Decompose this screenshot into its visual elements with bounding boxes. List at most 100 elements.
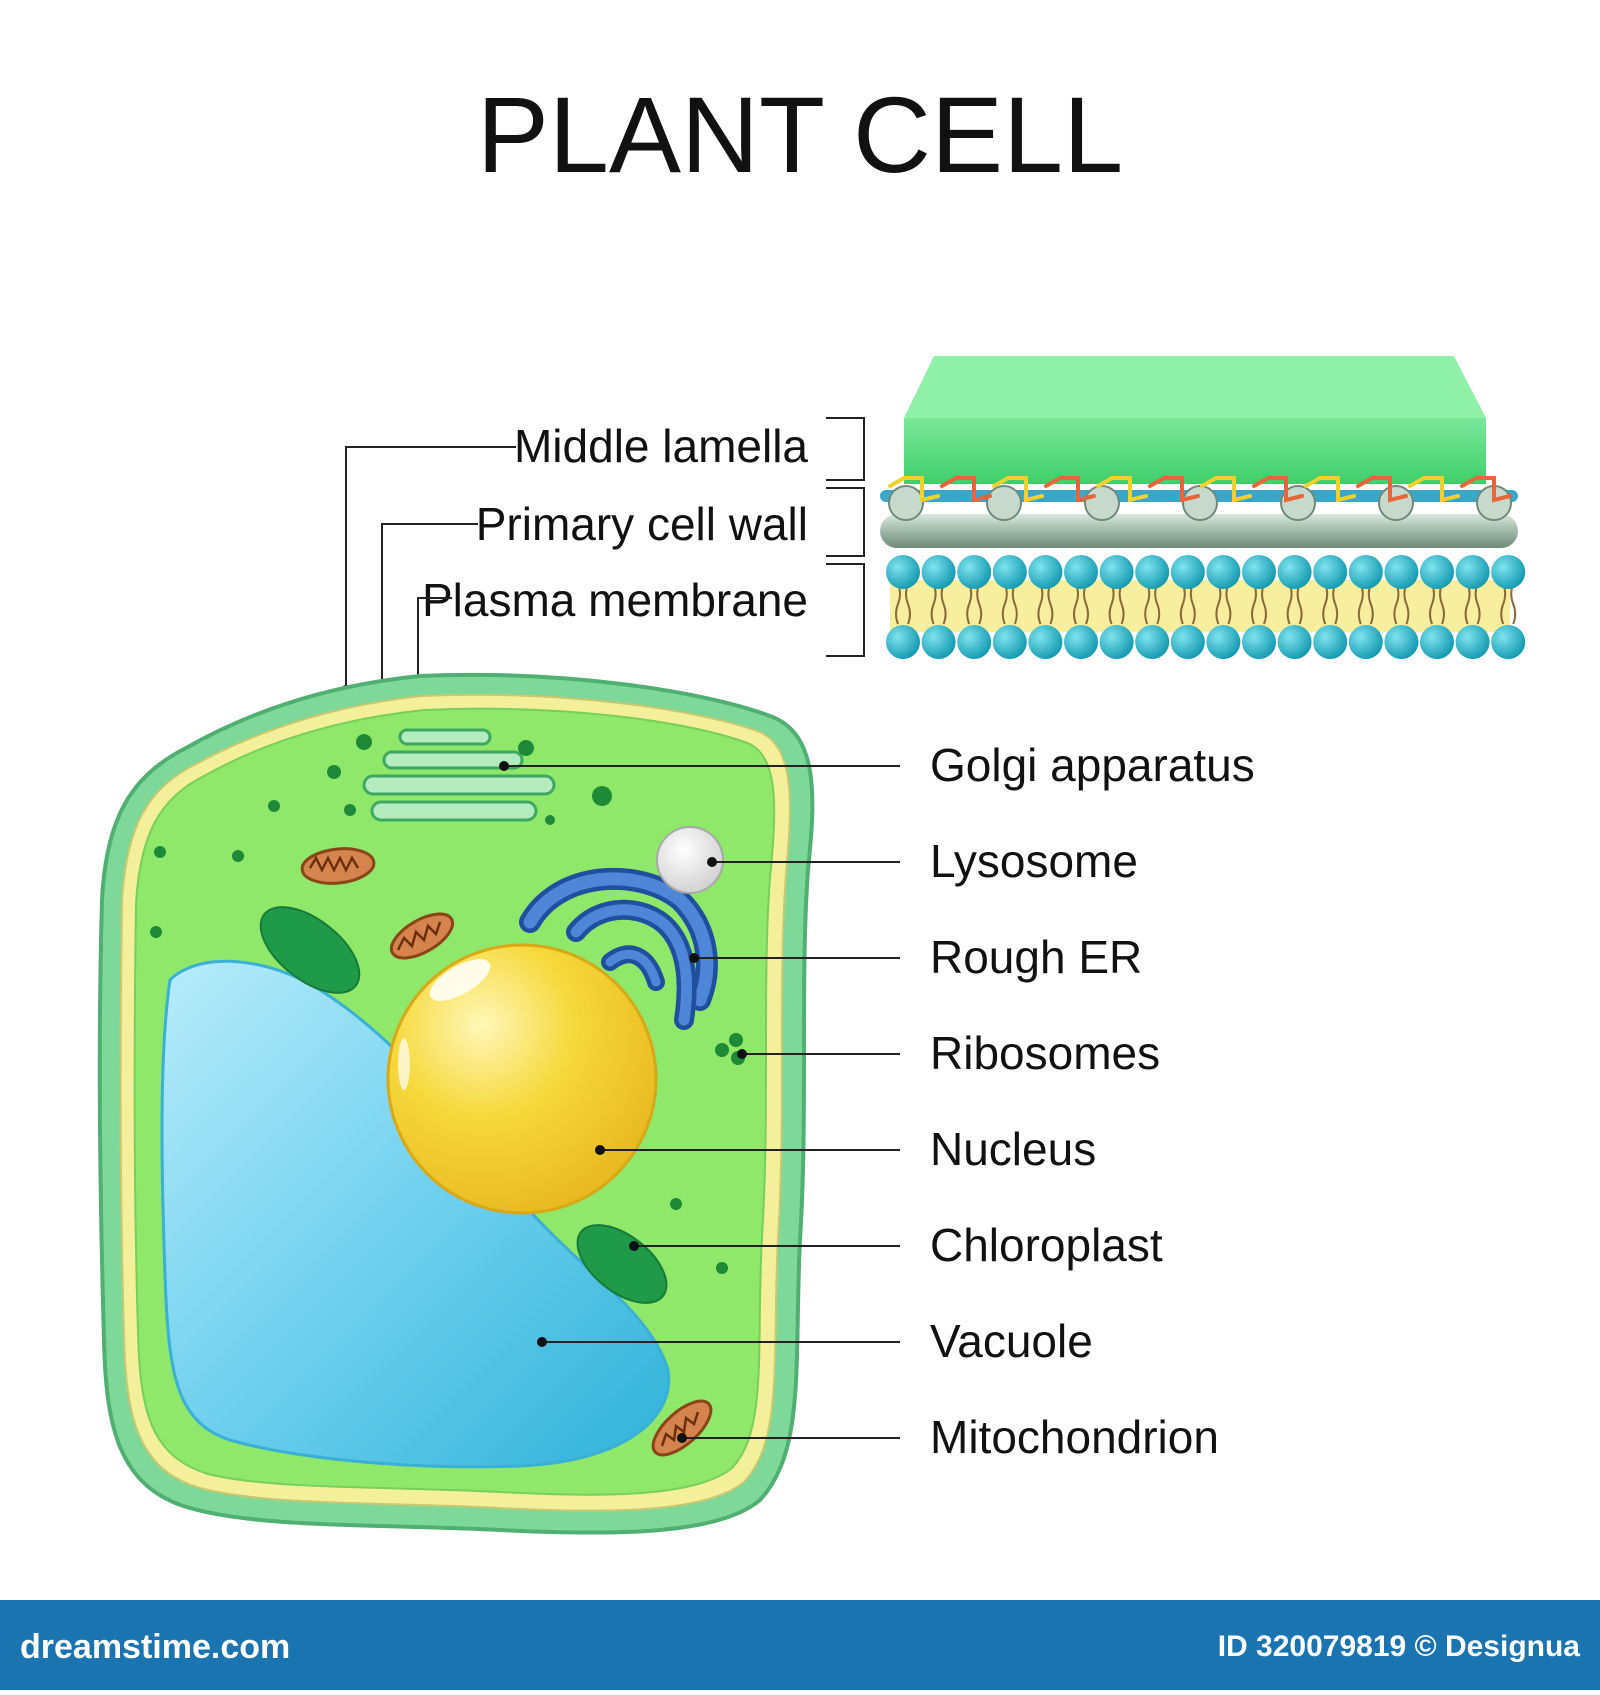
lipid-tail — [1251, 583, 1267, 625]
label-primary-cell-wall: Primary cell wall — [476, 498, 808, 550]
lipid-tail — [895, 583, 911, 625]
phospholipid-head — [1028, 625, 1063, 659]
phospholipid-head — [1277, 625, 1312, 659]
mitochondrion — [300, 847, 376, 885]
phospholipid-head — [1491, 555, 1526, 589]
cellulose-microfibril — [1280, 485, 1316, 521]
cellulose-microfibril — [986, 485, 1022, 521]
lipid-tail — [1179, 583, 1196, 625]
lipid-tail — [1037, 583, 1054, 625]
label-plasma-membrane: Plasma membrane — [422, 574, 808, 626]
phospholipid-head — [1491, 625, 1526, 659]
label-rough-er: Rough ER — [930, 931, 1142, 983]
lipid-tail — [966, 583, 983, 625]
label-chloroplast: Chloroplast — [930, 1219, 1163, 1271]
diagram-title: PLANT CELL — [477, 74, 1123, 195]
phospholipid-head — [886, 625, 920, 659]
phospholipid-head — [1313, 625, 1348, 659]
label-golgi-apparatus: Golgi apparatus — [930, 739, 1255, 791]
lipid-tail — [1464, 583, 1481, 625]
footer-id: ID 320079819 © Designua — [1218, 1630, 1581, 1663]
cellulose-microfibril — [888, 485, 924, 521]
cellulose-microfibril — [1378, 485, 1414, 521]
wall-fiber — [1356, 476, 1408, 503]
mitochondrion — [389, 912, 455, 960]
cellulose-microfibril — [1182, 485, 1218, 521]
phospholipid-head — [1206, 625, 1241, 659]
lipid-tail — [1286, 583, 1303, 625]
label-ribosomes: Ribosomes — [930, 1027, 1160, 1079]
cellulose-rod — [880, 514, 1518, 548]
phospholipid-head — [992, 625, 1027, 659]
bracket-middle-lamella — [826, 417, 865, 481]
phospholipid-head — [1028, 555, 1063, 589]
middle-lamella-block-top — [904, 356, 1486, 418]
phospholipid-head — [1277, 555, 1312, 589]
cell-wall-inset — [826, 356, 1526, 659]
phospholipid-head — [886, 555, 920, 589]
phospholipid-head — [1455, 625, 1490, 659]
wall-fiber — [888, 476, 940, 503]
lipid-tail — [1001, 583, 1018, 625]
wall-fiber — [1304, 476, 1356, 503]
lipid-tail — [1357, 583, 1374, 625]
phospholipid-head — [1170, 555, 1205, 589]
lipid-tail — [1108, 583, 1125, 625]
wall-fiber — [1408, 476, 1460, 503]
golgi-apparatus — [362, 728, 556, 822]
leader-middle-lamella — [345, 446, 516, 690]
lipid-tail — [1215, 583, 1232, 625]
phospholipid-head — [1420, 555, 1454, 589]
phospholipid-head — [957, 555, 992, 589]
chloroplast — [576, 1224, 668, 1304]
phospholipid-head — [1242, 555, 1276, 589]
phospholipid-head — [921, 625, 956, 659]
phospholipid-head — [992, 555, 1027, 589]
lipid-bilayer — [886, 555, 1526, 659]
label-middle-lamella: Middle lamella — [514, 420, 808, 472]
wall-fiber — [1096, 476, 1148, 503]
lysosome — [656, 826, 724, 894]
nucleus-highlight — [429, 959, 491, 1001]
footer-site: dreamstime.com — [20, 1628, 290, 1666]
rough-er — [519, 867, 718, 1030]
label-mitochondrion: Mitochondrion — [930, 1411, 1219, 1463]
leader-plasma-membrane — [417, 597, 452, 702]
wall-fiber — [1044, 476, 1096, 503]
chloroplast — [259, 906, 361, 994]
phospholipid-head — [1313, 555, 1348, 589]
bracket-plasma-membrane — [826, 563, 865, 657]
nucleus — [386, 943, 658, 1215]
lipid-tail — [1144, 583, 1161, 625]
wall-fiber — [1148, 476, 1200, 503]
leader-primary-cell-wall — [381, 523, 478, 697]
phospholipid-head — [1099, 555, 1134, 589]
phospholipid-head — [957, 625, 992, 659]
bilayer-core — [890, 580, 1510, 632]
phospholipid-head — [1099, 625, 1134, 659]
wall-fibers — [888, 476, 1512, 521]
phospholipid-head — [1242, 625, 1276, 659]
phospholipid-head — [1064, 625, 1098, 659]
lipid-tail — [930, 583, 947, 625]
label-nucleus: Nucleus — [930, 1123, 1096, 1175]
chloroplasts — [259, 906, 668, 1304]
phospholipid-head — [1455, 555, 1490, 589]
nucleus-highlight — [398, 1038, 410, 1090]
phospholipid-head — [1135, 555, 1170, 589]
lipid-tail — [1073, 583, 1089, 625]
phospholipid-head — [1206, 555, 1241, 589]
footer-bar — [0, 1600, 1600, 1690]
cellulose-microfibril — [1084, 485, 1120, 521]
lipid-tail — [1500, 583, 1517, 625]
ribosomes — [150, 734, 745, 1274]
wall-fiber — [940, 476, 992, 503]
organelle-leaders — [499, 761, 900, 1443]
phospholipid-head — [1384, 555, 1419, 589]
phospholipid-head — [1064, 555, 1098, 589]
wall-fiber — [1200, 476, 1252, 503]
lipid-tail — [1429, 583, 1445, 625]
bracket-primary-wall — [826, 487, 865, 557]
label-lysosome: Lysosome — [930, 835, 1138, 887]
